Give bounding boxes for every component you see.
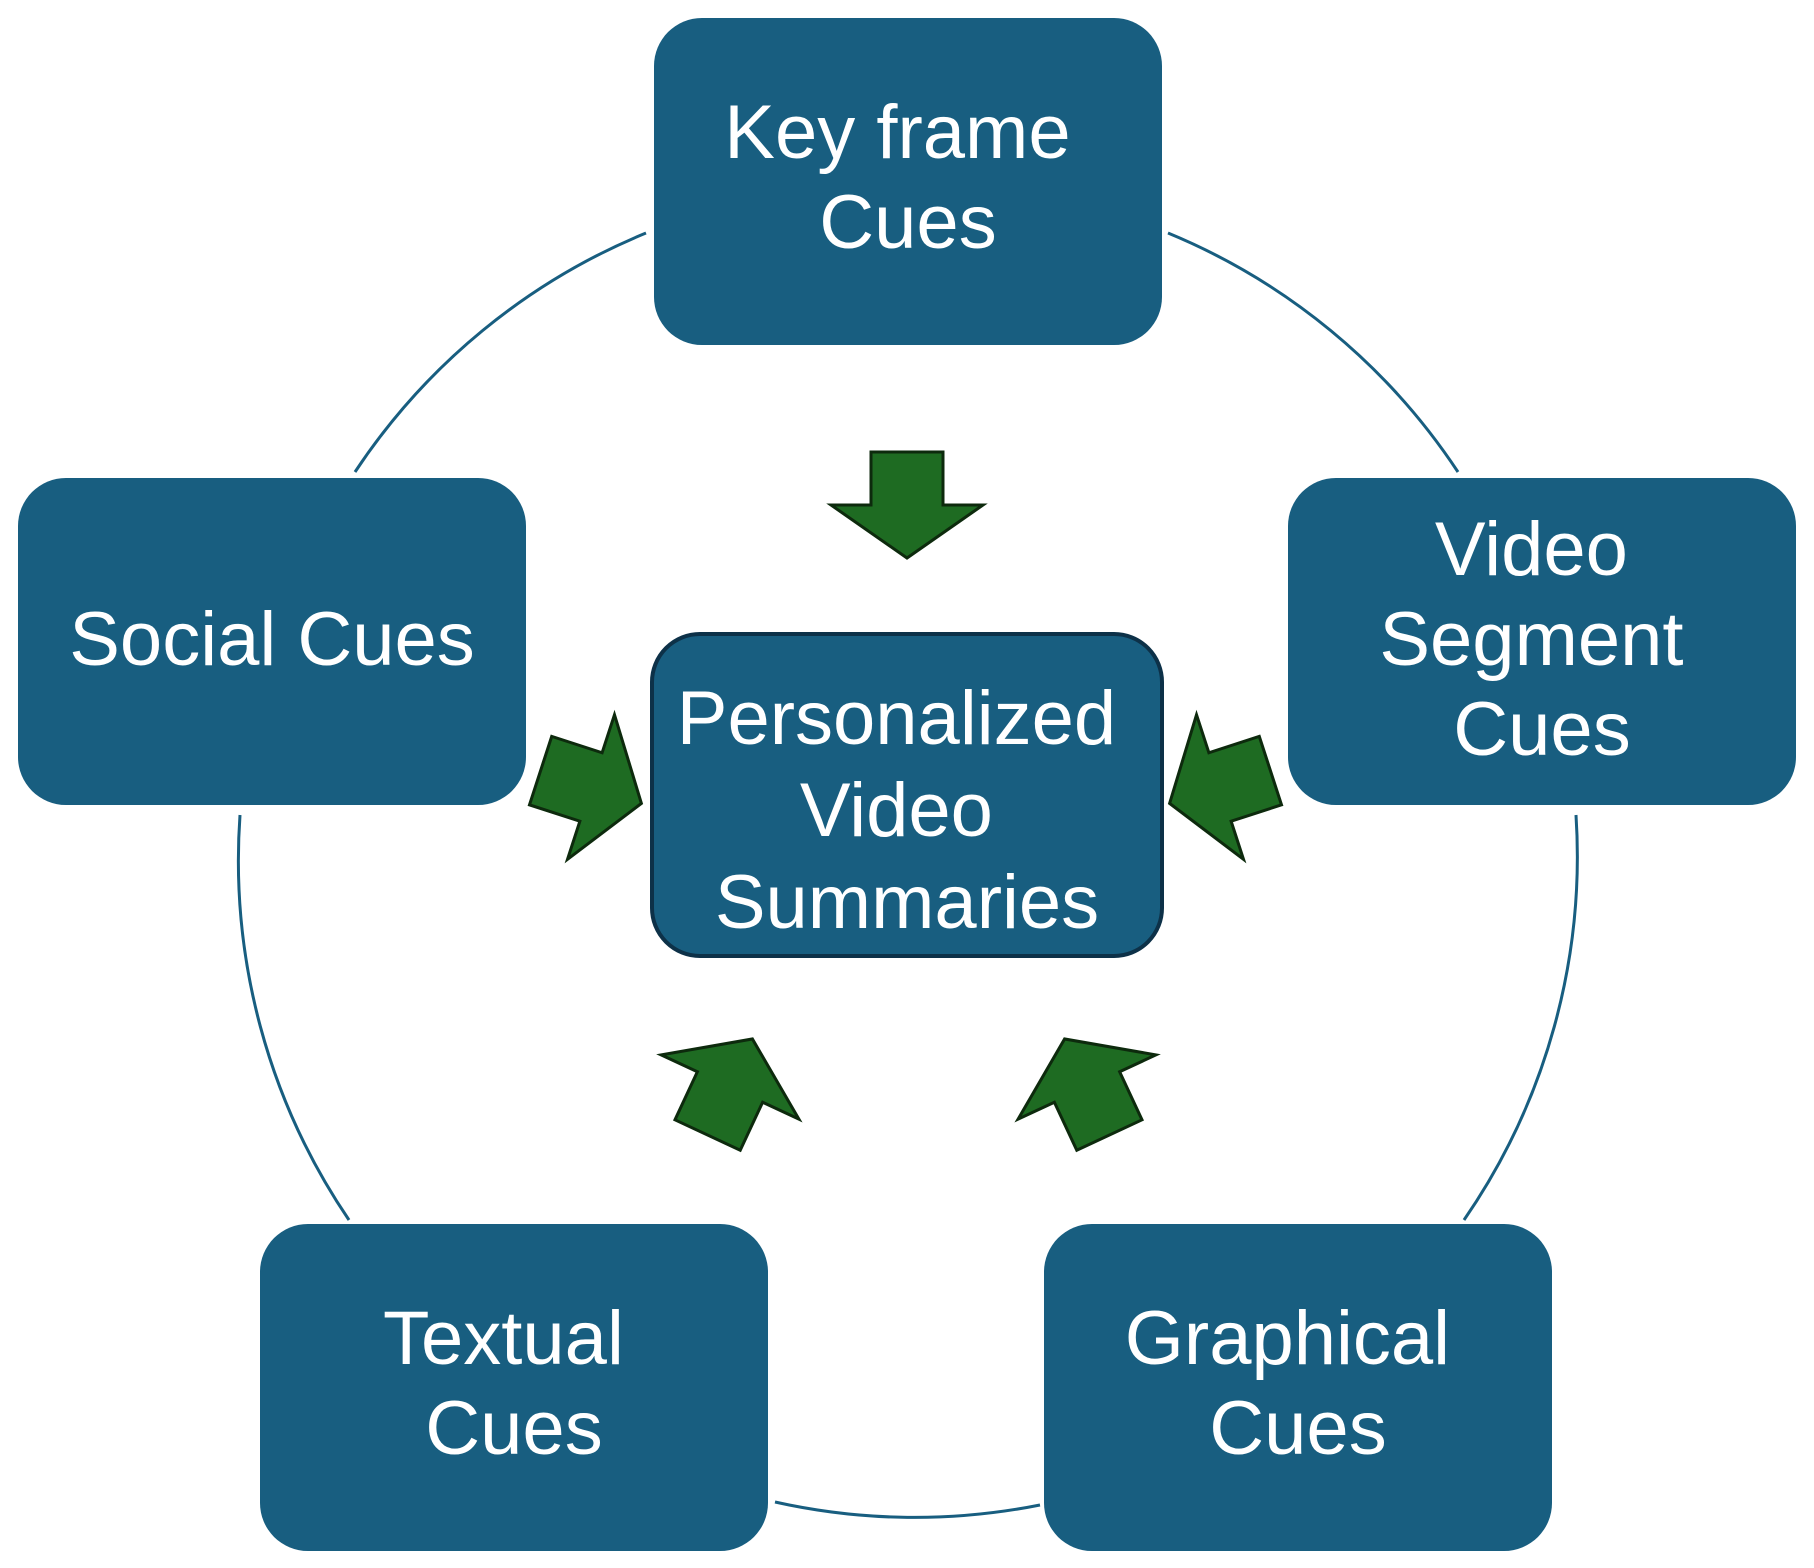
arrow-from-social-icon <box>527 709 644 864</box>
arrow-from-keyframe-icon <box>826 450 988 560</box>
center-label-line: Summaries <box>715 860 1099 945</box>
svg-text:Personalized Video: Personalized Video Summaries <box>677 676 1138 945</box>
node-label-line: Cues <box>425 1386 602 1471</box>
connector-arc-keyframe-to-segment <box>1167 231 1460 473</box>
center-box <box>650 632 1164 958</box>
node-label-line: Key frame <box>724 90 1070 175</box>
arrow-from-textual-icon <box>656 1037 803 1153</box>
node-box <box>18 478 526 805</box>
node-box <box>654 18 1162 345</box>
node-label-line: Textual <box>383 1296 624 1381</box>
node-box <box>1044 1224 1552 1551</box>
svg-text:Textual Cues: Textual Cues <box>383 1296 645 1471</box>
center-label-line: Personalized <box>677 676 1116 761</box>
node-label-line: Graphical <box>1125 1296 1450 1381</box>
svg-text:Video Segment Cues: Video Segment Cues <box>1379 507 1704 772</box>
node-textual-cues: Textual Cues <box>260 1224 768 1551</box>
svg-text:Graphical Cues: Graphical Cues <box>1125 1296 1471 1471</box>
svg-text:Social Cues: Social Cues <box>69 597 475 682</box>
node-label-line: Social Cues <box>69 597 475 682</box>
connector-circle <box>236 231 1579 1519</box>
node-label-line: Segment <box>1379 597 1683 682</box>
node-keyframe-cues: Key frame Cues <box>654 18 1162 345</box>
node-label-line: Video <box>1435 507 1628 592</box>
center-personalized-video-summaries: Personalized Video Summaries <box>650 632 1164 958</box>
arrow-from-graphical-icon <box>1014 1037 1161 1153</box>
node-graphical-cues: Graphical Cues <box>1044 1224 1552 1551</box>
node-video-segment-cues: Video Segment Cues <box>1288 478 1796 805</box>
node-label-line: Cues <box>1453 687 1630 772</box>
arrow-from-video-segment-icon <box>1167 709 1284 864</box>
node-box <box>1288 478 1796 805</box>
center-label-line: Video <box>800 768 993 853</box>
node-social-cues: Social Cues <box>18 478 526 805</box>
arrows <box>527 450 1284 1153</box>
connector-arc-segment-to-graphical <box>1462 814 1579 1221</box>
node-box <box>260 1224 768 1551</box>
node-label-line: Cues <box>819 180 996 265</box>
connector-arc-social-to-keyframe <box>353 231 647 473</box>
connector-arc-graphical-to-textual <box>774 1500 1041 1519</box>
connector-arc-textual-to-social <box>236 814 351 1221</box>
node-label-line: Cues <box>1209 1386 1386 1471</box>
svg-text:Key frame Cues: Key frame Cues <box>724 90 1091 265</box>
